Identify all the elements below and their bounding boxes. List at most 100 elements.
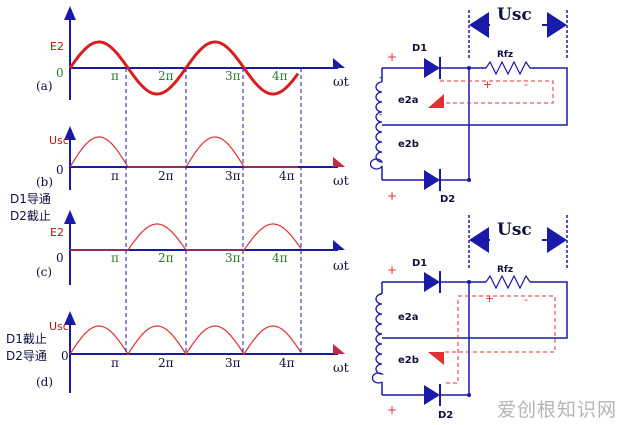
bot-node-1 [467,280,471,284]
bot-d1-diode [424,272,440,292]
bot-d1-label: D1 [412,258,427,269]
circuit-top: Usc D1 D2 Rfz + - + + e2a e2b - - [369,5,568,205]
bot-rfz-label: Rfz [497,265,513,275]
top-usc-right-arrow [547,12,567,38]
graph-a-tick-3pi: 3π [225,69,241,83]
top-wire-return [382,67,568,126]
graph-a-tick-2pi: 2π [158,69,174,83]
top-e2a-label: e2a [398,95,419,106]
graph-c [64,210,345,285]
bot-e2a-label: e2a [398,312,419,323]
graph-d-x-arrow-accent [333,344,345,354]
graph-c-tick-4pi: 4π [272,251,288,265]
bot-coil-minus-2: - [379,329,382,339]
top-rfz-resistor [485,60,531,76]
bot-transformer-coil [371,293,385,384]
graph-c-tick-3pi: 3π [225,251,241,265]
graph-b-halfwave [69,136,298,168]
top-coil-minus-1: - [379,73,382,83]
bot-rfz-resistor [485,274,531,290]
bot-usc-right-arrow [547,227,567,253]
bot-loop-left [443,300,459,384]
graph-b-tick-2pi: 2π [158,169,174,183]
top-usc-label: Usc [497,5,532,25]
bot-coil-plus-2: + [387,403,397,417]
graph-d-tick-3pi: 3π [225,356,241,370]
graph-a-y-arrow [64,6,76,20]
top-e2b-label: e2b [398,139,419,150]
watermark: 爱创根知识网 [496,399,617,421]
bot-loop-plus: + [485,292,494,305]
graph-d [64,311,345,393]
bot-usc-left-arrow [469,227,489,253]
graph-b-tick-4pi: 4π [279,169,295,183]
top-loop-plus: + [483,78,492,91]
top-coil-plus-1: + [387,50,397,64]
bot-coil-plus-1: + [387,263,397,277]
graph-d-fullwave [69,325,302,356]
graph-c-ylabel: E2 [50,226,64,239]
graph-c-tick-pi: π [111,251,119,265]
bot-usc-label: Usc [497,220,532,240]
graph-d-note-1: D1截止 [6,332,47,346]
top-transformer-coil [369,81,384,170]
graph-d-xlabel: ωt [333,361,350,376]
graph-b-y-arrow [64,126,76,140]
graph-b-x-arrow-accent [333,157,345,167]
graph-a-tick-4pi: 4π [272,69,288,83]
top-d2-label: D2 [440,194,455,205]
graph-c-zero: 0 [56,251,64,265]
graph-a-panel-label: (a) [36,79,53,93]
top-current-arrow [428,94,444,108]
graph-c-halfwave [70,223,302,251]
circuit-bottom: Usc D1 D2 Rfz + - + + e2a e2b - - [371,215,568,421]
graph-b-panel-label: (b) [36,175,53,189]
top-d2-diode [424,170,440,190]
graph-a-zero: 0 [56,66,64,80]
graph-c-panel-label: (c) [36,265,52,279]
top-coil-minus-2: - [379,110,382,120]
top-coil-plus-2: + [387,189,397,203]
phase-guide-lines [125,68,302,354]
graph-b-xlabel: ωt [333,174,350,189]
top-usc-left-arrow [469,12,489,38]
graph-d-tick-pi: π [111,356,119,370]
graph-a-ylabel: E2 [50,40,64,53]
graph-d-ylabel: Usc [49,320,69,333]
graph-a-tick-pi: π [111,69,119,83]
graph-a-sine-wave [68,40,300,96]
graph-d-note-2: D2导通 [6,349,47,363]
top-node-1 [467,66,471,70]
graph-a-x-arrow [333,58,345,68]
graph-d-tick-4pi: 4π [279,356,295,370]
graph-c-x-arrow [333,240,345,250]
graph-b-note-1: D1导通 [10,192,51,206]
graph-b-ylabel: Usc [49,134,69,147]
graph-c-y-arrow [64,210,76,224]
bot-current-loop [443,295,556,353]
top-d1-label: D1 [412,43,427,54]
top-loop-minus: - [524,78,528,91]
bot-d2-diode [424,385,440,405]
top-d1-diode [424,58,440,78]
top-node-2 [467,178,471,182]
bot-usc-label-bg [490,221,542,241]
top-wire-cathodes [440,67,470,181]
graph-b-note-2: D2截止 [10,209,51,223]
bot-node-2 [467,393,471,397]
top-current-loop [440,80,554,104]
graph-a-xlabel: ωt [333,75,350,90]
graph-c-tick-2pi: 2π [158,251,174,265]
graph-d-zero: 0 [61,349,69,363]
bot-current-arrow [428,352,444,365]
graph-c-xlabel: ωt [333,259,350,274]
graph-d-tick-2pi: 2π [158,356,174,370]
bot-wire-return [382,281,568,339]
graph-b [64,126,345,190]
bot-d2-label: D2 [438,410,453,421]
bot-e2b-label: e2b [398,355,419,366]
top-usc-label-bg [490,6,542,26]
bot-loop-minus: - [524,293,528,306]
